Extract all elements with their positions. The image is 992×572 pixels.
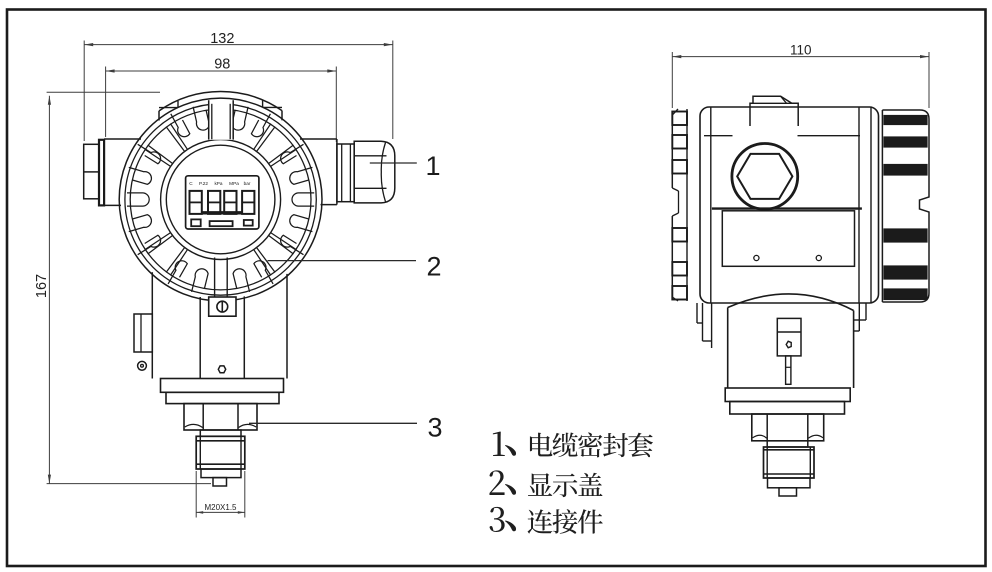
svg-text:132: 132 <box>210 31 234 47</box>
svg-text:98: 98 <box>214 57 230 73</box>
svg-text:MPa: MPa <box>229 181 239 186</box>
svg-text:1: 1 <box>425 151 440 181</box>
svg-text:bar: bar <box>244 181 251 186</box>
svg-text:3: 3 <box>427 412 442 442</box>
svg-text:110: 110 <box>790 43 812 58</box>
svg-text:P.22: P.22 <box>199 181 208 186</box>
svg-text:2: 2 <box>426 252 441 282</box>
svg-text:kPa: kPa <box>214 181 222 186</box>
svg-text:C: C <box>189 181 193 186</box>
svg-text:M20X1.5: M20X1.5 <box>204 503 237 512</box>
svg-text:167: 167 <box>34 274 50 298</box>
